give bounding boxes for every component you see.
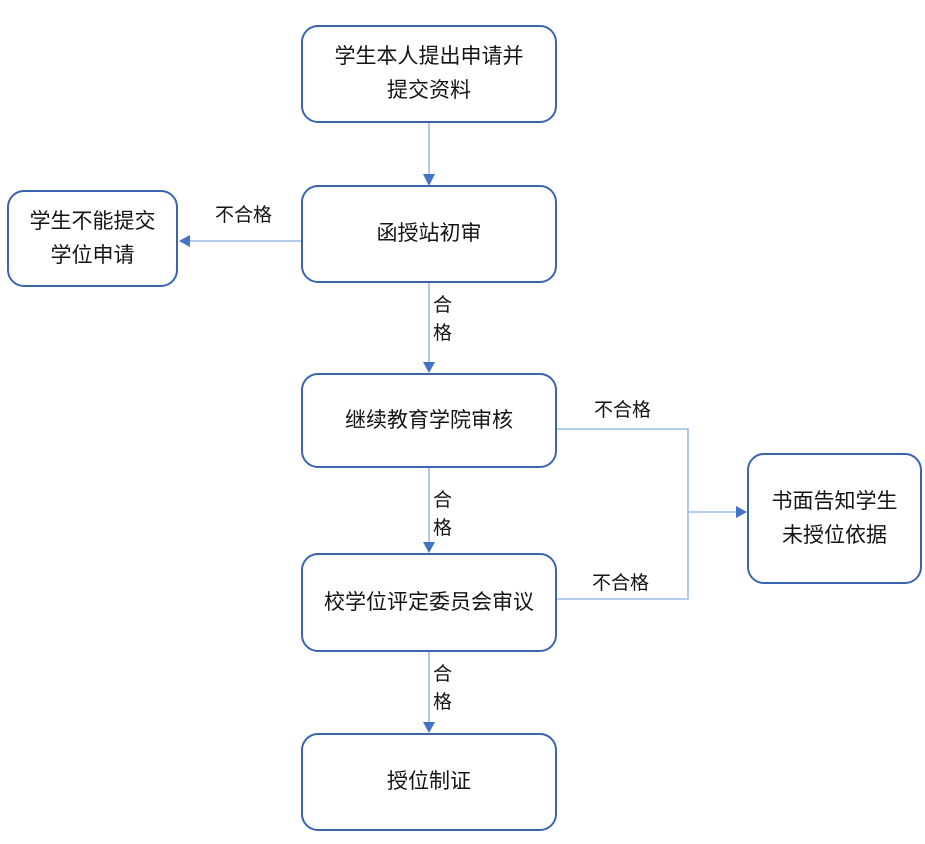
edge-label-pass-college: 合 格 <box>433 490 453 539</box>
node-college-review-label: 继续教育学院审核 <box>345 408 513 432</box>
edge-label-pass-committee: 合 格 <box>433 664 453 713</box>
connector-merge-to-notify <box>688 506 747 518</box>
node-notify-student-label: 书面告知学生 未授位依据 <box>771 489 898 547</box>
node-committee-review: 校学位评定委员会审议 <box>301 553 557 652</box>
node-certificate: 授位制证 <box>301 733 557 831</box>
node-certificate-label: 授位制证 <box>387 770 471 793</box>
edge-label-fail-station: 不合格 <box>215 205 273 226</box>
node-notify-student: 书面告知学生 未授位依据 <box>747 453 922 584</box>
node-student-apply: 学生本人提出申请并 提交资料 <box>301 25 557 123</box>
connector-apply-to-station <box>423 123 435 186</box>
node-cannot-submit: 学生不能提交 学位申请 <box>7 190 178 287</box>
node-station-review: 函授站初审 <box>301 185 557 283</box>
connector-committee-to-certificate <box>423 652 435 733</box>
connector-college-to-committee <box>423 468 435 553</box>
connector-station-to-cannot-submit <box>179 235 301 247</box>
edge-label-pass-station: 合 格 <box>433 295 453 344</box>
node-committee-review-label: 校学位评定委员会审议 <box>324 590 534 614</box>
connector-fail-merge-line <box>557 428 689 600</box>
node-college-review: 继续教育学院审核 <box>301 373 557 468</box>
connector-station-to-college <box>423 283 435 373</box>
node-cannot-submit-label: 学生不能提交 学位申请 <box>29 209 156 267</box>
node-station-review-label: 函授站初审 <box>376 222 482 245</box>
edge-label-fail-committee: 不合格 <box>592 573 650 594</box>
node-student-apply-label: 学生本人提出申请并 提交资料 <box>334 45 524 102</box>
edge-label-fail-college: 不合格 <box>594 400 652 421</box>
